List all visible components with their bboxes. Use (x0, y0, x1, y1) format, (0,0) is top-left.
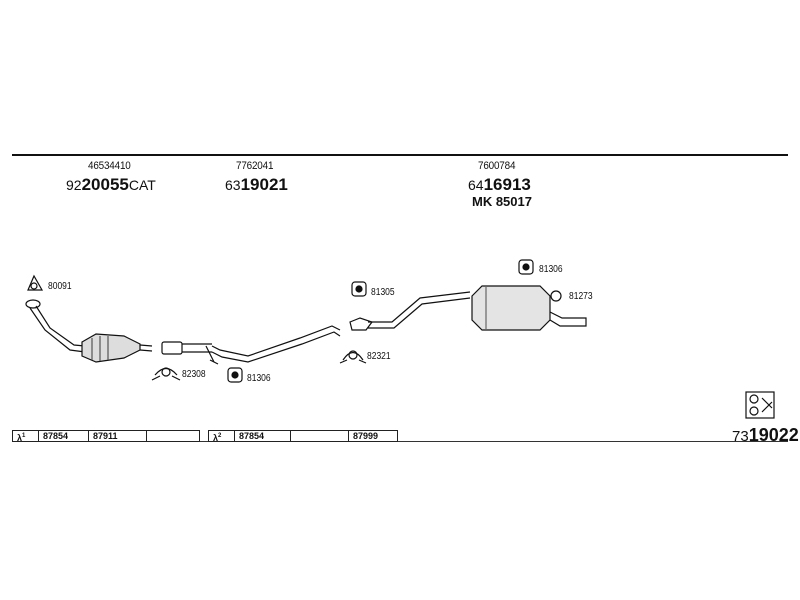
table1-cell: 87854 (39, 431, 89, 441)
hanger-icon-right (518, 259, 534, 275)
hanger-icon-mid (351, 281, 367, 297)
catalyst-code: 9220055CAT (66, 175, 156, 194)
lambda-label-2: λ2 (209, 431, 235, 443)
middle-pipe-icon (161, 325, 341, 365)
muffler-icon (471, 285, 587, 331)
downpipe-icon (25, 299, 86, 353)
catalytic-converter-icon (81, 333, 153, 363)
table1-cell (147, 431, 199, 441)
clamp-icon (151, 367, 181, 381)
pipe-small-ref: 7762041 (236, 160, 274, 172)
gasket-icon (27, 274, 44, 291)
part-number-81306-right: 81306 (539, 264, 563, 275)
top-rule (12, 154, 788, 156)
hanger-icon-left (227, 367, 243, 383)
part-number-82308: 82308 (182, 369, 206, 380)
pipe-code: 6319021 (225, 175, 288, 194)
catalog-symbol-icon (745, 391, 775, 419)
mk-label: MK 85017 (472, 194, 532, 209)
table1-cell: 87911 (89, 431, 147, 441)
lambda-table-2: λ2 87854 87999 (208, 430, 398, 443)
muffler-small-ref: 7600784 (478, 160, 516, 172)
catalyst-small-ref: 46534410 (88, 160, 131, 172)
part-number-82321: 82321 (367, 351, 391, 362)
lambda-table-1: λ1 87854 87911 (12, 430, 200, 443)
rear-pipe-icon (349, 291, 471, 331)
muffler-code: 6416913 (468, 175, 531, 194)
lambda-label-1: λ1 (13, 431, 39, 443)
part-number-81273: 81273 (569, 291, 593, 302)
part-number-81306-left: 81306 (247, 373, 271, 384)
part-number-80091: 80091 (48, 281, 72, 292)
table2-cell: 87854 (235, 431, 291, 441)
bottom-rule (12, 441, 788, 442)
clamp-icon-rear (339, 350, 367, 364)
footer-code: 7319022 (732, 425, 799, 445)
ring-icon (550, 290, 562, 302)
part-number-81305: 81305 (371, 287, 395, 298)
table2-cell: 87999 (353, 431, 379, 441)
table2-cell (291, 431, 349, 441)
